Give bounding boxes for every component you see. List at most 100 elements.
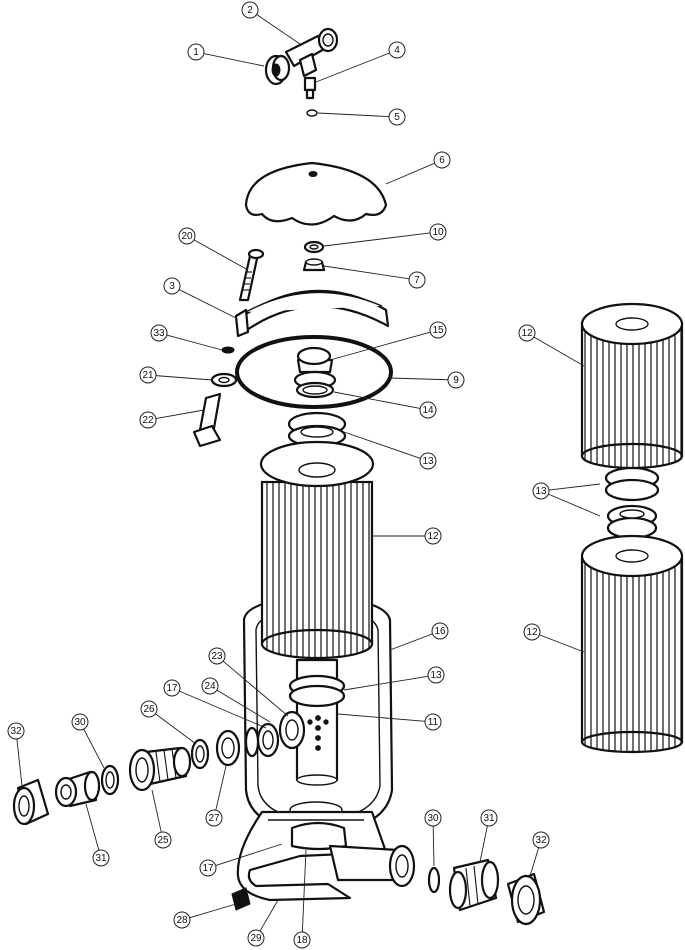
callout-number: 7 xyxy=(414,275,420,286)
callout-bubble xyxy=(154,831,172,849)
callout-number: 32 xyxy=(10,726,22,737)
cartridge-seal-top xyxy=(287,411,347,448)
valve-tee-assembly xyxy=(264,27,339,86)
clamp-band xyxy=(234,289,390,338)
leader-line xyxy=(548,493,601,517)
callout-bubble xyxy=(480,809,498,827)
callout-bubble xyxy=(419,452,437,470)
manifold-cap xyxy=(293,346,337,399)
callout-28: 28 xyxy=(173,903,237,929)
callout-number: 23 xyxy=(211,651,223,662)
leader-line xyxy=(155,409,205,420)
callout-bubble xyxy=(163,277,181,295)
callout-number: 6 xyxy=(439,155,445,166)
callout-bubble xyxy=(424,809,442,827)
leader-line xyxy=(329,331,431,361)
leader-line xyxy=(337,713,426,722)
leader-line xyxy=(323,232,431,247)
callout-18: 18 xyxy=(293,849,311,949)
leader-line xyxy=(539,634,585,653)
outlet-union-assembly xyxy=(427,858,546,926)
leader-line xyxy=(432,825,435,867)
callout-bubble xyxy=(139,366,157,384)
callout-bubble xyxy=(419,401,437,419)
callout-number: 33 xyxy=(153,328,165,339)
callout-bubble xyxy=(199,859,217,877)
callout-bubble xyxy=(532,482,550,500)
drain-washer xyxy=(210,372,238,388)
callout-13: 13 xyxy=(532,482,601,517)
callout-number: 31 xyxy=(95,853,107,864)
callout-bubble xyxy=(247,929,265,947)
callout-bubble xyxy=(7,722,25,740)
callout-bubble xyxy=(429,321,447,339)
leader-line xyxy=(533,336,585,367)
callout-6: 6 xyxy=(385,151,451,185)
callout-33: 33 xyxy=(150,324,223,351)
callout-number: 17 xyxy=(166,683,178,694)
callout-number: 26 xyxy=(143,704,155,715)
callout-2: 2 xyxy=(241,1,301,45)
callout-bubble xyxy=(201,677,219,695)
callout-number: 18 xyxy=(296,935,308,946)
callout-number: 15 xyxy=(432,325,444,336)
callout-number: 28 xyxy=(176,915,188,926)
callout-number: 22 xyxy=(142,415,154,426)
leader-line xyxy=(83,728,105,769)
callout-12: 12 xyxy=(518,324,585,367)
callout-10: 10 xyxy=(323,223,447,247)
filter-cartridge-upper xyxy=(580,302,684,470)
callout-number: 21 xyxy=(142,370,154,381)
callout-number: 1 xyxy=(193,47,199,58)
callout-31: 31 xyxy=(85,803,110,867)
leader-line xyxy=(301,849,307,933)
leader-line xyxy=(389,633,433,651)
washer xyxy=(303,240,325,254)
callout-17: 17 xyxy=(163,679,267,729)
leader-line xyxy=(323,265,410,280)
callout-7: 7 xyxy=(323,265,426,289)
callout-15: 15 xyxy=(329,321,447,361)
callout-17: 17 xyxy=(199,843,283,877)
callout-16: 16 xyxy=(389,622,449,651)
callout-bubble xyxy=(173,911,191,929)
callout-bubble xyxy=(424,713,442,731)
leader-line xyxy=(166,334,223,351)
callout-bubble xyxy=(241,1,259,19)
callout-30: 30 xyxy=(424,809,442,867)
callout-number: 13 xyxy=(430,670,442,681)
callout-bubble xyxy=(293,931,311,949)
callout-number: 16 xyxy=(434,626,446,637)
callout-bubble xyxy=(427,666,445,684)
leader-line xyxy=(193,239,249,271)
callout-3: 3 xyxy=(163,277,237,319)
callout-number: 30 xyxy=(427,813,439,824)
callout-23: 23 xyxy=(208,647,289,717)
callout-bubble xyxy=(208,647,226,665)
callout-number: 32 xyxy=(535,835,547,846)
callout-bubble xyxy=(71,713,89,731)
callout-21: 21 xyxy=(139,366,213,384)
callout-bubble xyxy=(178,227,196,245)
callout-number: 12 xyxy=(427,531,439,542)
callout-number: 3 xyxy=(169,281,175,292)
leader-line xyxy=(203,53,265,67)
callout-number: 14 xyxy=(422,405,434,416)
callout-number: 10 xyxy=(432,227,444,238)
leader-line xyxy=(256,14,301,45)
callout-number: 31 xyxy=(483,813,495,824)
callout-31: 31 xyxy=(479,809,498,863)
callout-13: 13 xyxy=(343,431,437,470)
callout-25: 25 xyxy=(151,789,172,849)
filter-cartridge-main xyxy=(259,440,375,660)
leader-line xyxy=(317,112,390,118)
callout-number: 25 xyxy=(157,835,169,846)
leader-line xyxy=(548,483,601,491)
leader-line xyxy=(343,431,421,459)
callout-number: 13 xyxy=(535,486,547,497)
callout-number: 20 xyxy=(181,231,193,242)
tank-o-ring xyxy=(235,335,393,409)
callout-bubble xyxy=(523,623,541,641)
nut xyxy=(302,258,326,272)
leader-line xyxy=(179,690,267,729)
